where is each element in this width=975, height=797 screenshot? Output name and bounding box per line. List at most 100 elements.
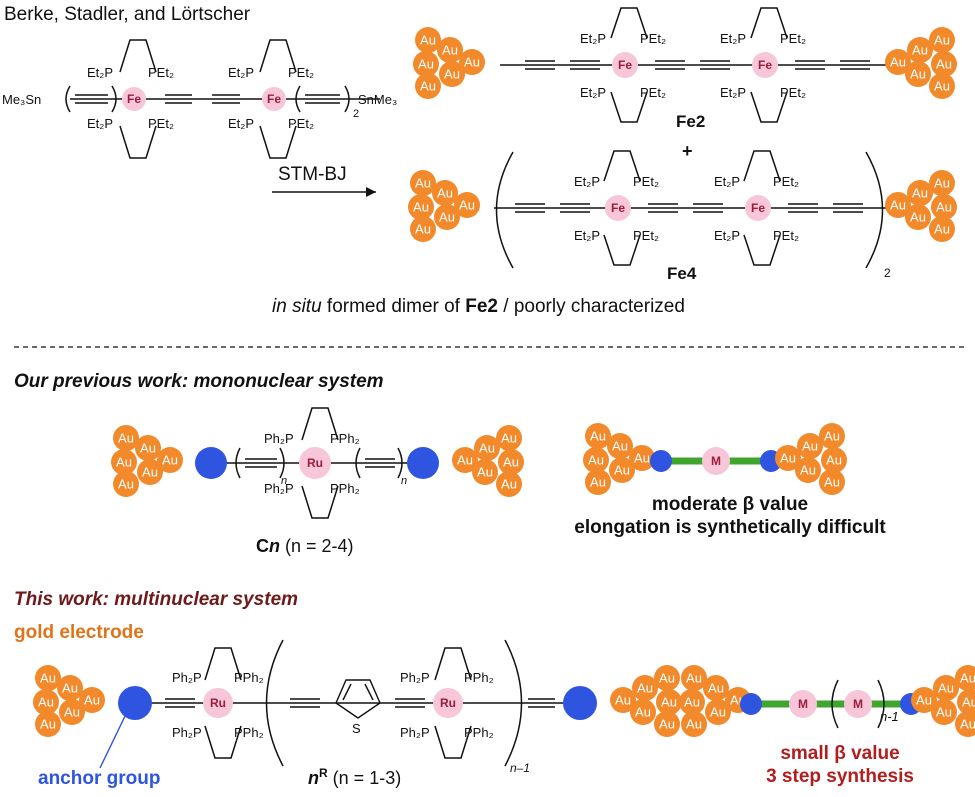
fe4-label: Fe4	[667, 264, 697, 283]
au-label: Au	[612, 439, 628, 454]
sulfur-label: S	[352, 721, 361, 736]
fe-center-right	[262, 87, 286, 111]
et2p-label: Et₂P	[574, 228, 600, 243]
au-label: Au	[962, 695, 975, 710]
au-label: Au	[442, 43, 458, 58]
pet2-label: PEt₂	[773, 228, 799, 243]
au-label: Au	[439, 210, 455, 225]
au-label: Au	[802, 439, 818, 454]
au-label: Au	[420, 79, 436, 94]
au-label: Au	[418, 57, 434, 72]
au-atom	[434, 204, 460, 230]
au-atom	[496, 471, 522, 497]
au-atom	[885, 49, 911, 75]
small-beta-text: small β value	[780, 743, 899, 764]
sub-n: n	[401, 475, 407, 487]
metal-center	[702, 447, 730, 475]
au-label: Au	[116, 455, 132, 470]
au-label: Au	[824, 429, 840, 444]
anchor-group	[195, 447, 227, 479]
au-label: Au	[824, 475, 840, 490]
au-label: Au	[780, 451, 796, 466]
au-atom	[137, 459, 163, 485]
au-label: Au	[142, 465, 158, 480]
pet2-label: PEt₂	[288, 65, 314, 80]
au-label: Au	[960, 671, 975, 686]
fe2-label: Fe2	[676, 112, 705, 131]
au-atom	[931, 194, 957, 220]
au-atom	[656, 689, 682, 715]
au-atom	[454, 192, 480, 218]
au-atom	[929, 170, 955, 196]
metal-center	[844, 690, 872, 718]
au-atom	[907, 37, 933, 63]
anchor-group	[563, 686, 597, 720]
au-atom	[113, 471, 139, 497]
au-atom	[654, 665, 680, 691]
au-label: Au	[40, 717, 56, 732]
pet2-label: PEt₂	[780, 85, 806, 100]
ru-label: Ru	[210, 696, 226, 710]
au-atom	[630, 699, 656, 725]
metal-center	[789, 690, 817, 718]
au-atom	[452, 447, 478, 473]
sub-n-minus-1: n–1	[510, 761, 530, 775]
precursor-molecule: Me₃Sn Fe Fe 2 SnMe₃ Et₂P PEt₂ Et₂P PEt₂ …	[2, 39, 397, 159]
fe-label: Fe	[267, 92, 281, 106]
au-label: Au	[162, 453, 178, 468]
au-label: Au	[420, 33, 436, 48]
au-atom	[35, 665, 61, 691]
snme3-right-label: SnMe₃	[358, 92, 397, 107]
au-atom	[885, 192, 911, 218]
au-label: Au	[934, 222, 950, 237]
au-label: Au	[916, 693, 932, 708]
au-atom	[929, 73, 955, 99]
au-label: Au	[459, 198, 475, 213]
ph2p-label: Ph₂P	[400, 670, 430, 685]
pph2-label: PPh₂	[330, 431, 360, 446]
ru-label: Ru	[307, 456, 323, 470]
au-label: Au	[661, 695, 677, 710]
metal-label: M	[711, 454, 721, 468]
au-label: Au	[910, 67, 926, 82]
au-atom	[474, 435, 500, 461]
au-atom	[775, 445, 801, 471]
au-atom	[931, 51, 957, 77]
au-atom	[583, 447, 609, 473]
elongation-text: elongation is synthetically difficult	[574, 517, 886, 538]
au-atom	[629, 445, 655, 471]
fe-center	[605, 195, 631, 221]
fe-center	[745, 195, 771, 221]
this-work-heading: This work: multinuclear system	[14, 589, 298, 610]
au-label: Au	[437, 186, 453, 201]
sub-2: 2	[353, 108, 359, 120]
pet2-label: PEt₂	[640, 85, 666, 100]
au-label: Au	[84, 693, 100, 708]
au-atom	[33, 689, 59, 715]
au-label: Au	[415, 176, 431, 191]
pet2-label: PEt₂	[640, 31, 666, 46]
au-atom	[498, 449, 524, 475]
au-label: Au	[590, 475, 606, 490]
au-atom	[439, 61, 465, 87]
pph2-label: PPh₂	[330, 481, 360, 496]
pet2-label: PEt₂	[773, 174, 799, 189]
au-atom	[933, 675, 959, 701]
anchor-group	[650, 450, 672, 472]
au-atom	[955, 665, 975, 691]
au-label: Au	[912, 43, 928, 58]
au-label: Au	[800, 463, 816, 478]
au-label: Au	[686, 717, 702, 732]
au-atom	[819, 469, 845, 495]
au-atom	[705, 699, 731, 725]
au-label: Au	[936, 200, 952, 215]
